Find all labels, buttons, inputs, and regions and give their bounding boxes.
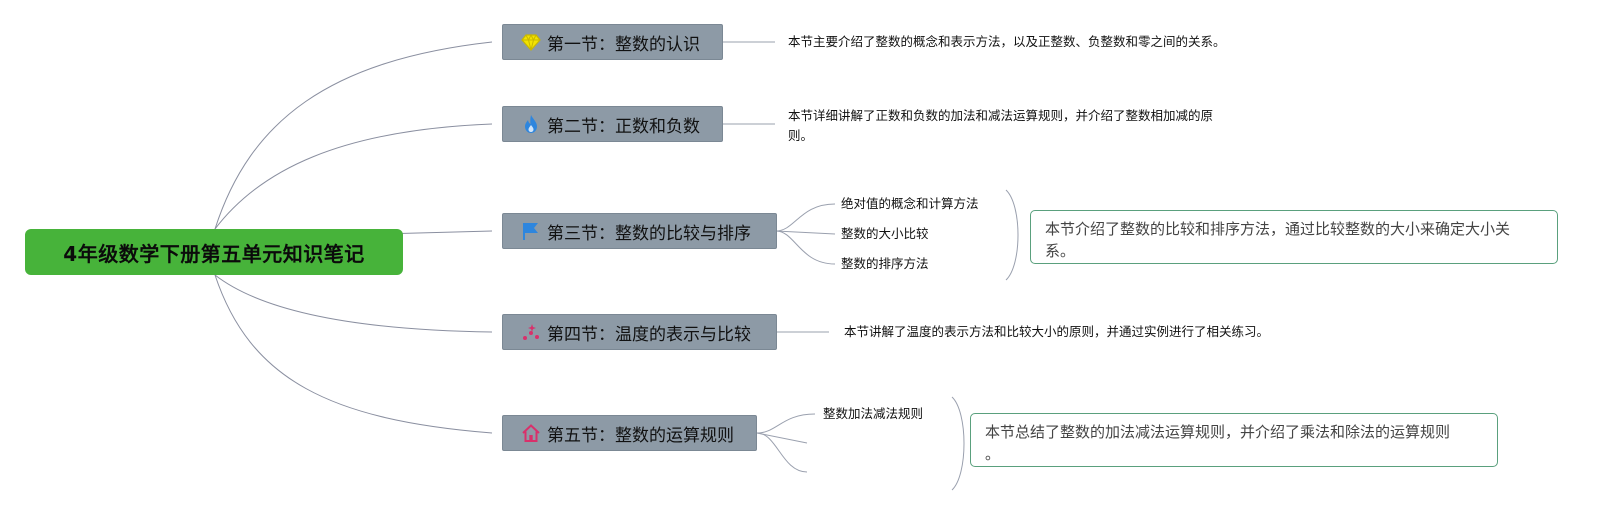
connector-s3-sub2 [775, 230, 836, 235]
flame-icon [521, 114, 541, 134]
description-line: 则。 [788, 128, 814, 143]
bracket-s3 [1005, 189, 1019, 281]
subtopic-item[interactable]: 整数加法减法规则 [823, 406, 924, 421]
connector-s3-sub1 [775, 203, 836, 232]
section-description-4: 本节讲解了温度的表示方法和比较大小的原则，并通过实例进行了相关练习。 [844, 322, 1269, 342]
section-description-2: 本节详细讲解了正数和负数的加法和减法运算规则，并介绍了整数相加减的原 则。 [788, 106, 1213, 146]
section-title: 第一节：整数的认识 [547, 34, 700, 55]
summary-line: 。 [985, 445, 1001, 463]
connector-root-s2 [214, 123, 493, 230]
connector-root-s1 [214, 41, 493, 230]
connector-s5-sub2 [756, 432, 808, 444]
connector-s3-sub3 [775, 230, 836, 265]
root-title: 4年级数学下册第五单元知识笔记 [63, 241, 365, 266]
subtopic-item[interactable]: 整数的大小比较 [841, 226, 929, 241]
section-description-1: 本节主要介绍了整数的概念和表示方法，以及正整数、负整数和零之间的关系。 [788, 32, 1226, 52]
summary-line: 本节介绍了整数的比较和排序方法，通过比较整数的大小来确定大小关 [1045, 220, 1511, 238]
description-line: 本节讲解了温度的表示方法和比较大小的原则，并通过实例进行了相关练习。 [844, 324, 1270, 339]
section-title: 第五节：整数的运算规则 [547, 425, 734, 446]
connector-root-s5 [214, 274, 493, 434]
section-node-1[interactable]: 第一节：整数的认识 [502, 24, 723, 60]
summary-line: 系。 [1045, 242, 1076, 260]
section-node-5[interactable]: 第五节：整数的运算规则 [502, 415, 757, 451]
section-node-2[interactable]: 第二节：正数和负数 [502, 106, 723, 142]
sparkle-icon [521, 322, 541, 342]
section-summary-5[interactable]: 本节总结了整数的加法减法运算规则，并介绍了乘法和除法的运算规则 。 [970, 413, 1498, 467]
bracket-s5 [951, 396, 965, 491]
connector-s5-sub1 [756, 413, 816, 434]
section-title: 第三节：整数的比较与排序 [547, 223, 751, 244]
root-node[interactable]: 4年级数学下册第五单元知识笔记 [25, 229, 403, 275]
section-title: 第二节：正数和负数 [547, 116, 700, 137]
description-line: 本节详细讲解了正数和负数的加法和减法运算规则，并介绍了整数相加减的原 [788, 108, 1214, 123]
subtopic-item[interactable]: 整数的排序方法 [841, 256, 929, 271]
section-title: 第四节：温度的表示与比较 [547, 324, 751, 345]
connector-s5-sub3 [756, 432, 808, 473]
subtopic-item[interactable]: 绝对值的概念和计算方法 [841, 196, 979, 211]
description-line: 本节主要介绍了整数的概念和表示方法，以及正整数、负整数和零之间的关系。 [788, 34, 1226, 49]
diamond-icon [521, 32, 541, 52]
section-node-3[interactable]: 第三节：整数的比较与排序 [502, 213, 777, 249]
connector-root-s4 [214, 274, 493, 333]
section-node-4[interactable]: 第四节：温度的表示与比较 [502, 314, 777, 350]
section-summary-3[interactable]: 本节介绍了整数的比较和排序方法，通过比较整数的大小来确定大小关 系。 [1030, 210, 1558, 264]
flag-icon [521, 221, 541, 241]
summary-line: 本节总结了整数的加法减法运算规则，并介绍了乘法和除法的运算规则 [985, 423, 1451, 441]
home-icon [521, 423, 541, 443]
